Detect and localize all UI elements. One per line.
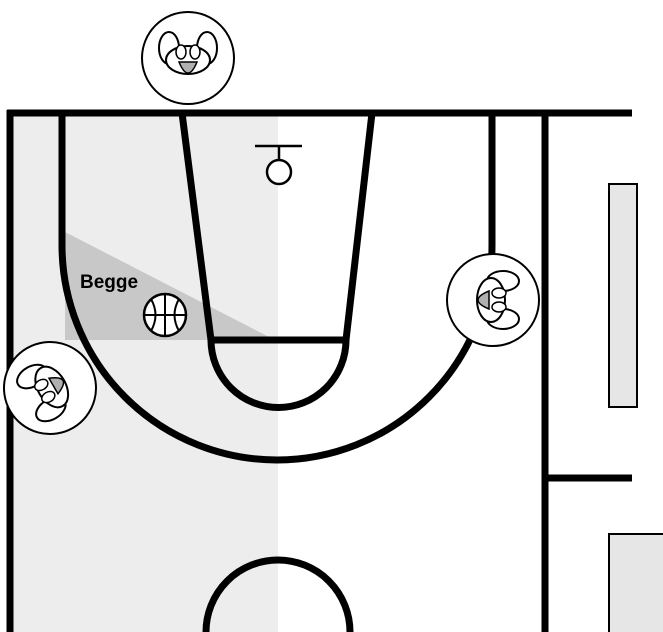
player-label: Begge (80, 272, 138, 293)
player-icon-top (142, 12, 234, 104)
bench-area-upper (609, 184, 637, 407)
bench-area-lower (609, 534, 663, 632)
player-icon-right (447, 254, 539, 346)
basketball-icon (144, 294, 186, 336)
